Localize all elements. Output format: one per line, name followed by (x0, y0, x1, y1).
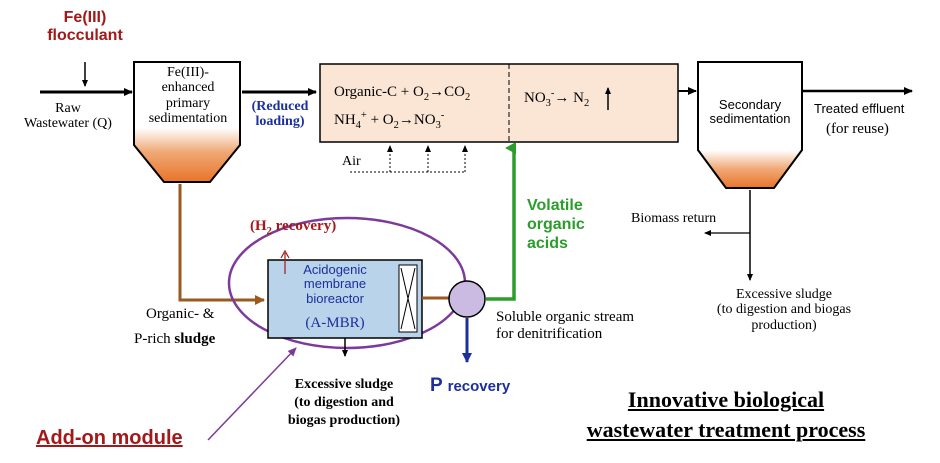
primary-sedimentation-tank (133, 61, 241, 183)
biomass-return-label: Biomass return (631, 211, 717, 226)
h2-recovery-label: (H2 recovery) (250, 218, 337, 237)
reduced-loading-label: (Reduced loading) (251, 99, 309, 130)
reaction-denitrification: NO3-→ N2 (524, 88, 590, 109)
treated-effluent-reuse-label: (for reuse) (826, 121, 889, 137)
add-on-module-label: Add-on module (36, 427, 183, 449)
air-label: Air (342, 154, 361, 169)
title-line-2: wastewater treatment process (586, 417, 866, 442)
add-on-pointer (207, 347, 297, 441)
voa-arrow (486, 142, 516, 301)
soluble-stream-label: Soluble organic stream for denitrificati… (496, 309, 635, 342)
title-line-1: Innovative biological (627, 387, 825, 412)
organic-sludge-label-2: P-rich sludge (134, 331, 216, 347)
secondary-sedimentation-tank (697, 61, 803, 189)
p-recovery-unit (448, 280, 486, 318)
ambr-label: Acidogenic membrane bioreactor (303, 262, 367, 306)
p-recovery-label: P recovery (430, 375, 511, 396)
volatile-organic-acids-label: Volatile organic acids (527, 197, 585, 253)
biological-reactor (319, 63, 679, 143)
ambr-abbr-label: (A-MBR) (305, 315, 365, 331)
ambr-box (267, 259, 423, 339)
excessive-sludge-mid-label: Excessive sludge (to digestion and bioga… (287, 377, 401, 429)
organic-sludge-label-1: Organic- & (146, 306, 215, 322)
raw-wastewater-label: Raw Wastewater (Q) (24, 101, 112, 132)
secondary-sedimentation-label: Secondary sedimentation (709, 97, 791, 127)
primary-sedimentation-label: Fe(III)- enhanced primary sedimentation (148, 65, 228, 127)
fe-flocculant-label: Fe(III) flocculant (47, 9, 123, 44)
treated-effluent-label: Treated effluent (814, 101, 905, 116)
reaction-organic-c: Organic-C + O2→CO2 (334, 84, 471, 103)
sludge-flow-line (178, 184, 265, 305)
excessive-sludge-right-label: Excessive sludge (to digestion and bioga… (716, 287, 852, 333)
reaction-nitrification: NH4+ + O2→NO3- (334, 110, 445, 131)
